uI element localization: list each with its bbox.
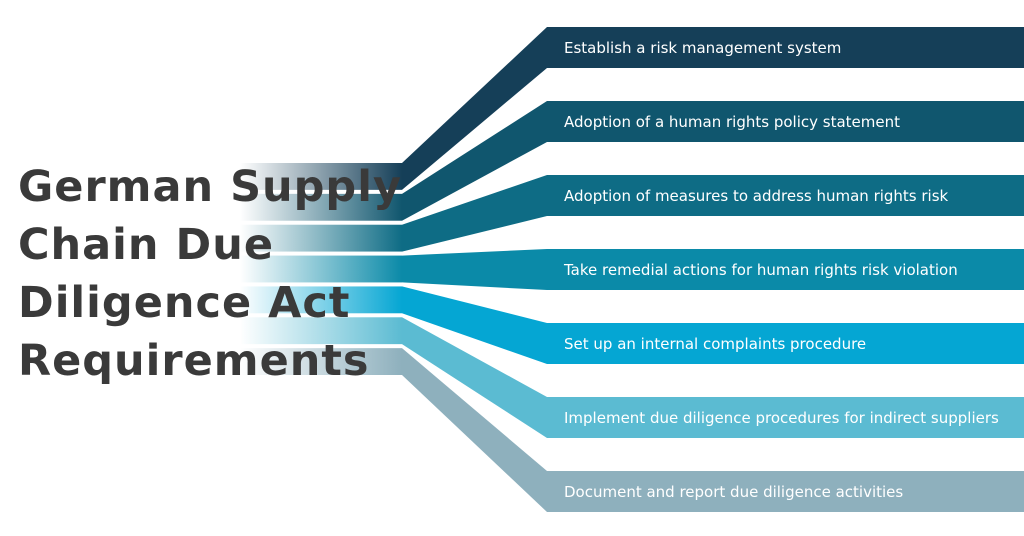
ribbon-connector-7 <box>402 348 547 512</box>
ribbon-band-1 <box>240 163 402 190</box>
title-line-2: Chain Due <box>18 220 274 270</box>
title-line-3: Diligence Act <box>18 278 351 328</box>
title-line-4: Requirements <box>18 336 370 386</box>
requirement-label-3: Adoption of measures to address human ri… <box>564 186 949 205</box>
ribbon-band-3 <box>240 224 402 252</box>
requirement-box-4 <box>547 249 1024 290</box>
ribbon-band-7 <box>240 348 402 375</box>
ribbon-band-4 <box>240 255 402 283</box>
requirement-label-7: Document and report due diligence activi… <box>564 482 904 501</box>
ribbon-connector-1 <box>402 27 547 190</box>
requirement-box-3 <box>547 175 1024 216</box>
ribbon-band-5 <box>240 286 402 314</box>
requirement-label-6: Implement due diligence procedures for i… <box>564 408 999 427</box>
requirement-box-1 <box>547 27 1024 68</box>
requirement-label-5: Set up an internal complaints procedure <box>564 334 867 353</box>
ribbon-connector-4 <box>402 249 547 290</box>
ribbon-connector-5 <box>402 286 547 364</box>
requirement-box-2 <box>547 101 1024 142</box>
requirement-box-5 <box>547 323 1024 364</box>
requirement-box-6 <box>547 397 1024 438</box>
ribbon-band-2 <box>240 193 402 221</box>
requirement-label-4: Take remedial actions for human rights r… <box>564 260 958 279</box>
ribbon-connector-3 <box>402 175 547 252</box>
ribbon-connector-6 <box>402 317 547 438</box>
requirement-box-7 <box>547 471 1024 512</box>
ribbon-band-6 <box>240 317 402 345</box>
title-line-1: German Supply <box>18 162 402 212</box>
requirement-label-2: Adoption of a human rights policy statem… <box>564 112 900 131</box>
requirement-label-1: Establish a risk management system <box>564 38 842 57</box>
ribbon-connector-2 <box>402 101 547 221</box>
infographic-title: German Supply Chain Due Diligence Act Re… <box>18 158 402 390</box>
